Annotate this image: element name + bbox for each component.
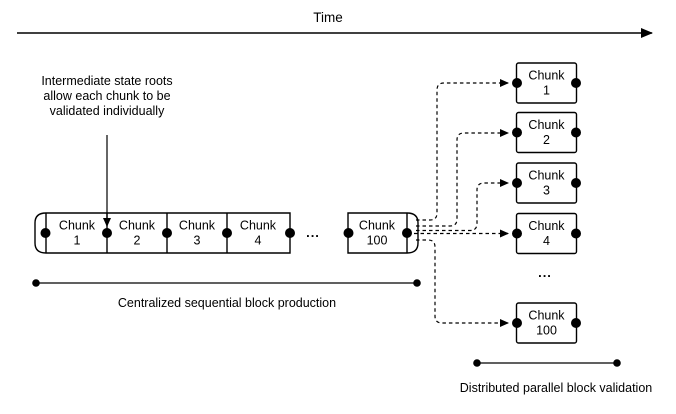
production-caption: Centralized sequential block production [118,296,336,310]
connector-to-chunk-100 [416,239,509,327]
chunk-100-outline [347,212,419,254]
state-root-dot [285,228,295,238]
chunk-word: Chunk [528,169,565,183]
state-root-dot [571,78,581,88]
chunk-number: 2 [134,234,141,248]
chunk-number: 3 [543,184,550,198]
validation-chunk-4: Chunk 4 [512,212,581,255]
state-root-dot [512,78,522,88]
chunk-number: 100 [367,234,388,248]
connector-to-chunk-3 [416,179,509,232]
chunk-number: 1 [74,234,81,248]
state-root-dot [571,127,581,138]
measure-end-dot [32,279,40,287]
production-ellipsis: ... [306,225,320,240]
state-root-dot [343,228,354,238]
production-chunk-100-box: Chunk 100 [343,212,419,254]
chunk-word: Chunk [179,219,216,233]
production-chunk-1: Chunk 1 [59,219,96,248]
state-root-dot [571,318,581,328]
production-chunk-4: Chunk 4 [240,219,277,248]
state-root-dot [571,178,581,188]
state-root-dot [162,228,172,238]
chunk-word: Chunk [119,219,156,233]
chunk-number: 2 [543,133,550,147]
chunk-word: Chunk [528,219,565,233]
state-root-dot [222,228,232,238]
annotation-line-2: allow each chunk to be [43,89,170,103]
chunk-word: Chunk [528,69,565,83]
chunk-word: Chunk [359,219,396,233]
validation-ellipsis: ... [538,265,552,280]
validation-chunk-3: Chunk 3 [512,162,581,204]
chunk-number: 4 [543,234,550,248]
state-root-dot [102,228,112,238]
state-root-dot [402,228,412,238]
chunk-word: Chunk [528,309,565,323]
chunk-word: Chunk [240,219,277,233]
production-chunk-3: Chunk 3 [179,219,216,248]
state-root-dot [40,228,51,238]
validation-chunk-100: Chunk 100 [512,302,581,344]
annotation-line-3: validated individually [50,104,165,118]
validation-caption: Distributed parallel block validation [460,381,653,395]
chunk-number: 4 [255,234,262,248]
chunk-number: 1 [543,84,550,98]
chunk-word: Chunk [59,219,96,233]
chunk-word: Chunk [528,118,565,132]
connector-to-chunk-1 [416,79,509,221]
annotation-line-1: Intermediate state roots [41,74,172,88]
connector-to-chunk-2 [416,129,509,227]
distribution-connectors [414,79,509,327]
validation-chunk-1: Chunk 1 [512,62,581,104]
validation-chunk-2: Chunk 2 [512,111,581,154]
time-axis-label: Time [313,10,343,25]
annotation-text: Intermediate state roots allow each chun… [41,74,172,118]
measure-end-dot [613,359,621,367]
state-root-dot [512,178,522,188]
production-chunk-2: Chunk 2 [119,219,156,248]
state-root-dot [512,127,522,138]
state-root-dot [512,228,522,239]
state-root-dot [512,318,522,328]
production-strip: Chunk 1 Chunk 2 Chunk 3 Chunk 4 [34,212,295,254]
chunk-number: 100 [536,324,557,338]
chunk-number: 3 [194,234,201,248]
measure-end-dot [413,279,421,287]
state-root-dot [571,228,581,239]
measure-end-dot [473,359,481,367]
